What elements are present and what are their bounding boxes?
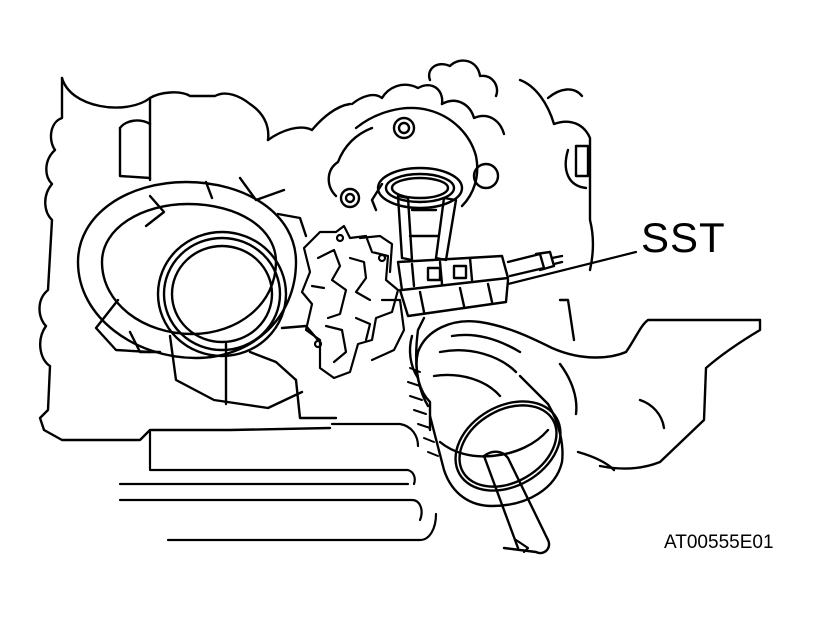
bell-housing: [76, 176, 338, 420]
sst-leader-line: [506, 250, 638, 286]
hammer: [408, 316, 564, 555]
tool-grip: [407, 367, 439, 457]
valve-body: [300, 224, 406, 380]
hand: [415, 318, 762, 472]
oil-pan-lines: [118, 422, 438, 542]
output-shaft-boss: [327, 106, 500, 212]
shaft: [514, 538, 530, 554]
figure-code: AT00555E01: [664, 532, 774, 553]
sst-callout-label: SST: [641, 214, 726, 261]
transmission-case: [38, 59, 595, 442]
sst-puller: [396, 194, 564, 318]
